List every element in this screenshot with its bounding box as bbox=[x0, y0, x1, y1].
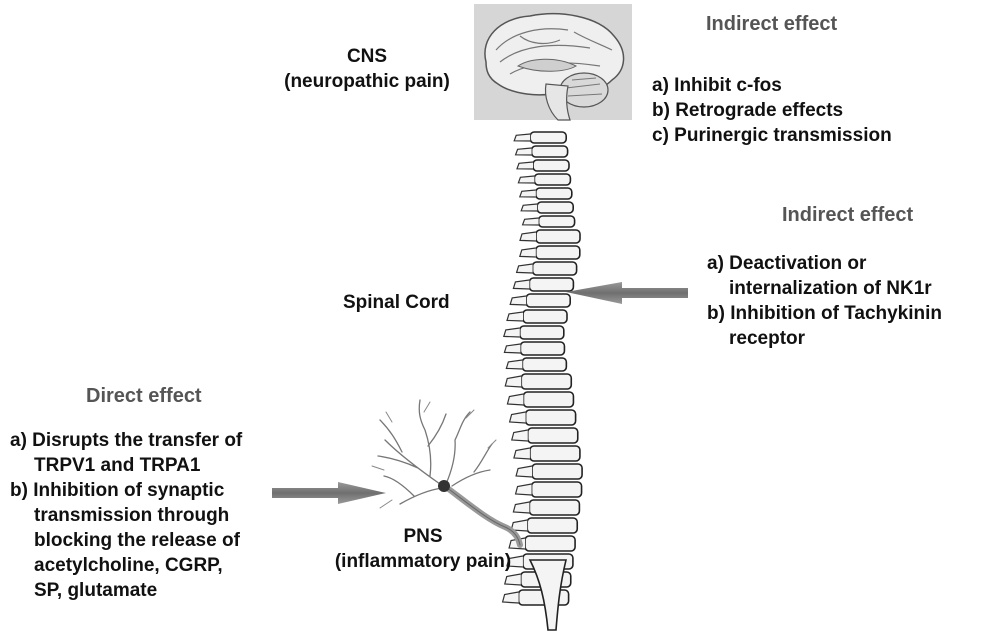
cns-label-line2: (neuropathic pain) bbox=[262, 69, 472, 94]
vertebra bbox=[532, 464, 582, 479]
cns-label-line1: CNS bbox=[262, 44, 472, 69]
vertebra-process bbox=[505, 574, 521, 585]
spinal-effect-item: receptor bbox=[707, 326, 942, 351]
vertebra-process bbox=[523, 218, 539, 225]
pns-effect-item: TRPV1 and TRPA1 bbox=[10, 453, 242, 478]
vertebra-process bbox=[514, 448, 530, 459]
spinal-arrow bbox=[566, 282, 688, 304]
vertebra bbox=[530, 132, 566, 143]
pns-effect-item: acetylcholine, CGRP, bbox=[10, 553, 242, 578]
vertebra-process bbox=[504, 344, 520, 353]
brain-effect-list: a) Inhibit c-fos b) Retrograde effects c… bbox=[652, 73, 892, 148]
vertebra bbox=[534, 174, 570, 185]
cns-label: CNS (neuropathic pain) bbox=[262, 44, 472, 94]
brain-effect-item: c) Purinergic transmission bbox=[652, 123, 892, 148]
vertebra bbox=[526, 294, 570, 307]
vertebra-process bbox=[520, 190, 536, 197]
pns-effect-item: blocking the release of bbox=[10, 528, 242, 553]
vertebra bbox=[532, 482, 582, 497]
spinal-effect-item: b) Inhibition of Tachykinin bbox=[707, 301, 942, 326]
spinal-cord-label: Spinal Cord bbox=[343, 290, 450, 315]
vertebra-process bbox=[521, 204, 537, 211]
vertebra bbox=[532, 146, 568, 157]
pns-label: PNS (inflammatory pain) bbox=[318, 524, 528, 574]
vertebra bbox=[523, 310, 567, 323]
pns-label-line1: PNS bbox=[318, 524, 528, 549]
vertebra-process bbox=[513, 280, 529, 289]
vertebra-process bbox=[516, 148, 532, 155]
vertebra-process bbox=[516, 466, 532, 477]
vertebra bbox=[530, 446, 580, 461]
brain-effect-heading: Indirect effect bbox=[706, 12, 837, 37]
brain-effect-item: b) Retrograde effects bbox=[652, 98, 892, 123]
vertebra bbox=[528, 428, 578, 443]
vertebra-process bbox=[507, 312, 523, 321]
vertebra-process bbox=[507, 394, 523, 405]
vertebra bbox=[525, 536, 575, 551]
vertebra bbox=[526, 410, 576, 425]
spinal-effect-item: internalization of NK1r bbox=[707, 276, 942, 301]
vertebra-process bbox=[512, 430, 528, 441]
vertebra-process bbox=[517, 264, 533, 273]
vertebra bbox=[539, 216, 575, 227]
brain-image bbox=[474, 4, 632, 120]
vertebra bbox=[521, 374, 571, 389]
vertebra-process bbox=[506, 360, 522, 369]
vertebra bbox=[529, 278, 573, 291]
vertebra-process bbox=[505, 376, 521, 387]
vertebra bbox=[522, 358, 566, 371]
vertebra-process bbox=[510, 412, 526, 423]
vertebra bbox=[520, 326, 564, 339]
vertebra bbox=[537, 202, 573, 213]
pns-effect-item: SP, glutamate bbox=[10, 578, 242, 603]
spinal-effect-item: a) Deactivation or bbox=[707, 251, 942, 276]
vertebra bbox=[529, 500, 579, 515]
vertebra-process bbox=[504, 328, 520, 337]
vertebra-process bbox=[510, 296, 526, 305]
vertebra bbox=[536, 246, 580, 259]
pns-effect-item: b) Inhibition of synaptic bbox=[10, 478, 242, 503]
brain-effect-item: a) Inhibit c-fos bbox=[652, 73, 892, 98]
pns-arrow bbox=[272, 482, 386, 504]
pns-effect-list: a) Disrupts the transfer of TRPV1 and TR… bbox=[10, 428, 242, 603]
vertebra-process bbox=[520, 232, 536, 241]
pns-effect-heading: Direct effect bbox=[86, 384, 202, 409]
vertebra bbox=[536, 188, 572, 199]
vertebra-process bbox=[514, 134, 530, 141]
spinal-effect-list: a) Deactivation or internalization of NK… bbox=[707, 251, 942, 351]
vertebra bbox=[533, 160, 569, 171]
vertebra-process bbox=[518, 176, 534, 183]
spinal-effect-heading: Indirect effect bbox=[782, 203, 913, 228]
vertebra-process bbox=[520, 248, 536, 257]
pns-effect-item: a) Disrupts the transfer of bbox=[10, 428, 242, 453]
pns-label-line2: (inflammatory pain) bbox=[318, 549, 528, 574]
vertebra bbox=[523, 392, 573, 407]
vertebra-process bbox=[513, 502, 529, 513]
vertebra bbox=[527, 518, 577, 533]
vertebra bbox=[533, 262, 577, 275]
vertebra bbox=[536, 230, 580, 243]
vertebra-process bbox=[503, 592, 519, 603]
pns-effect-item: transmission through bbox=[10, 503, 242, 528]
vertebra-process bbox=[516, 484, 532, 495]
vertebra bbox=[520, 342, 564, 355]
vertebra-process bbox=[517, 162, 533, 169]
